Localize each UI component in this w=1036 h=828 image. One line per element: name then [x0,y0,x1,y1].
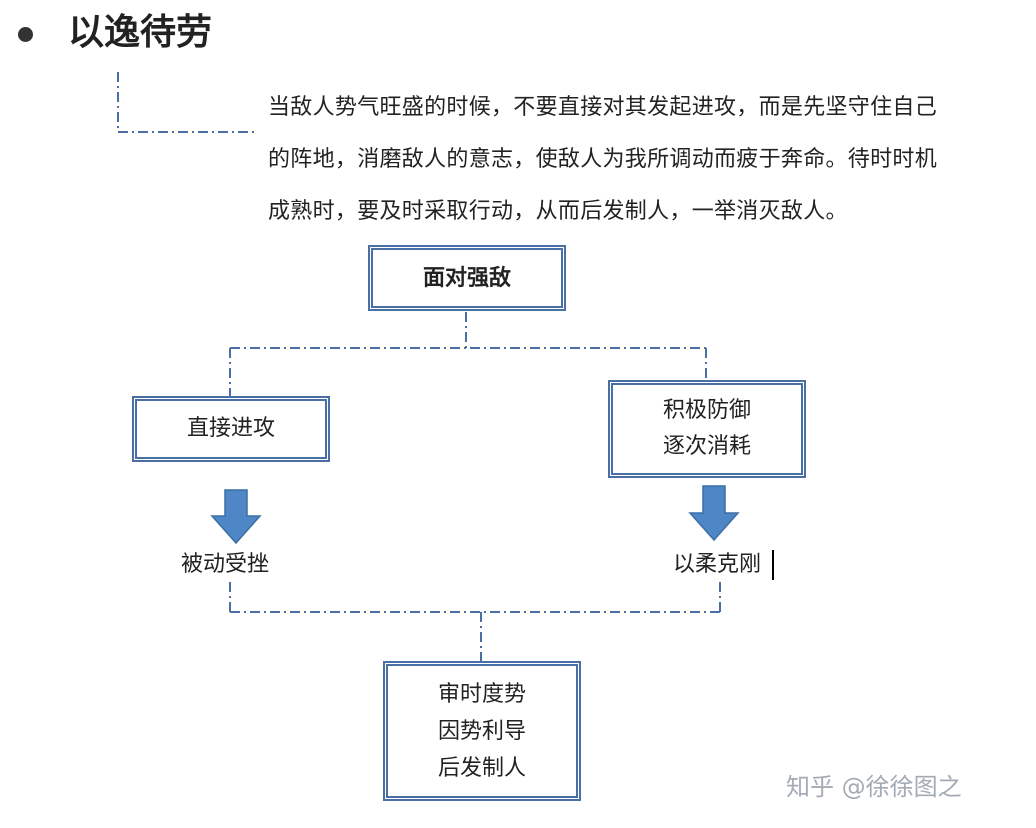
section-title: 以逸待劳 [68,11,213,53]
bullet-dot [18,27,33,42]
left-outcome-label: 被动受挫 [181,552,270,577]
description-paragraph: 当敌人势气旺盛的时候，不要直接对其发起进攻，而是先坚守住自己 的阵地，消磨敌人的… [268,82,1020,238]
left-branch-box: 直接进攻 [132,396,330,462]
description-bracket [117,72,254,133]
left-branch-label: 直接进攻 [186,416,275,441]
description-line: 的阵地，消磨敌人的意志，使敌人为我所调动而疲于奔命。待时时机 [268,147,938,172]
right-branch-box: 积极防御 逐次消耗 [608,380,806,478]
description-line: 成熟时，要及时采取行动，从而后发制人，一举消灭敌人。 [268,199,848,224]
arrow-down-right-icon [688,485,740,542]
watermark: 知乎 @徐徐图之 [786,773,962,801]
right-branch-label-line: 逐次消耗 [662,434,751,459]
result-node-box: 审时度势 因势利导 后发制人 [383,661,581,801]
root-node-box: 面对强敌 [368,245,566,311]
right-outcome-label: 以柔克刚 [673,552,762,577]
arrow-down-left-icon [210,489,262,545]
right-branch-label-line: 积极防御 [662,398,751,423]
description-line: 当敌人势气旺盛的时候，不要直接对其发起进攻，而是先坚守住自己 [268,95,938,120]
result-label-line: 因势利导 [437,718,526,744]
result-label-line: 审时度势 [437,681,526,707]
root-node-label: 面对强敌 [422,265,511,291]
result-label-line: 后发制人 [437,755,526,781]
text-cursor [772,550,774,580]
